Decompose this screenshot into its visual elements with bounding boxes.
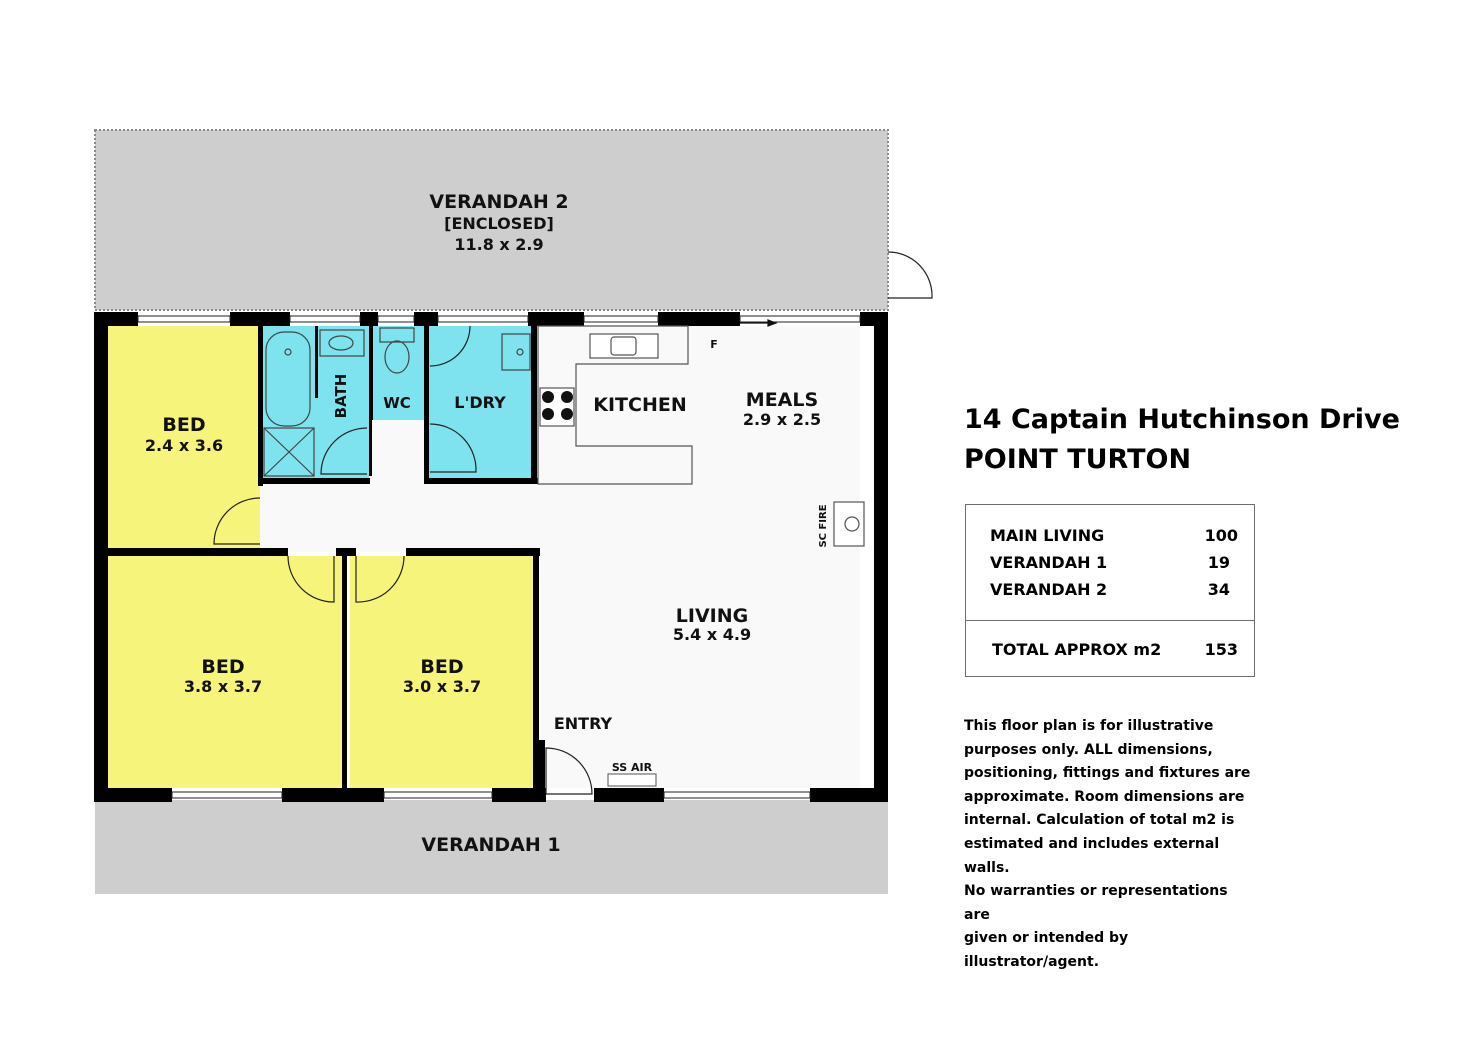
cooktop-icon — [542, 391, 573, 420]
verandah-2-note: [ENCLOSED] — [444, 214, 554, 233]
address-line-1: 14 Captain Hutchinson Drive — [964, 404, 1400, 435]
area-value: 100 — [1204, 526, 1238, 545]
windows — [137, 315, 861, 799]
area-table: MAIN LIVING 100 VERANDAH 1 19 VERANDAH 2… — [965, 504, 1255, 677]
laundry-name: L'DRY — [454, 393, 506, 412]
address-line-2: POINT TURTON — [964, 444, 1192, 475]
bed-1-size: 2.4 x 3.6 — [145, 436, 223, 455]
hall-fill — [260, 478, 540, 552]
disclaimer-line: positioning, fittings and fixtures are — [964, 765, 1251, 782]
disclaimer-line: internal. Calculation of total m2 is — [964, 812, 1235, 829]
fireplace-icon — [844, 516, 860, 532]
air-unit — [607, 773, 657, 787]
disclaimer-line: approximate. Room dimensions are — [964, 788, 1245, 805]
living-name: LIVING — [676, 605, 748, 627]
wc-door-gap — [372, 420, 424, 478]
disclaimer-line: given or intended by illustrator/agent. — [964, 930, 1129, 970]
open-plan-fill — [538, 326, 860, 788]
total-label: TOTAL APPROX m2 — [992, 640, 1162, 659]
verandah-1 — [95, 800, 888, 894]
disclaimer-line: purposes only. ALL dimensions, — [964, 741, 1213, 758]
bed-3-fill — [350, 556, 534, 788]
bed-2-size: 3.8 x 3.7 — [184, 677, 262, 696]
meals-name: MEALS — [746, 389, 818, 411]
verandah-1-name: VERANDAH 1 — [421, 834, 560, 856]
bath-name: BATH — [332, 374, 350, 419]
living-size: 5.4 x 4.9 — [673, 625, 751, 644]
bed-2-fill — [108, 556, 344, 788]
area-divider — [966, 620, 1254, 621]
door-swings — [213, 251, 933, 795]
bed-3-size: 3.0 x 3.7 — [403, 677, 481, 696]
verandah-2 — [95, 130, 888, 310]
verandah-2-edge — [94, 129, 889, 311]
meals-size: 2.9 x 2.5 — [743, 410, 821, 429]
bed-2-name: BED — [201, 656, 244, 678]
bed-1-fill — [108, 326, 260, 550]
laundry-fill — [428, 326, 531, 478]
air-label: SS AIR — [612, 761, 653, 774]
bath-fixtures — [263, 327, 531, 477]
verandah-2-size: 11.8 x 2.9 — [454, 235, 543, 254]
area-label: VERANDAH 1 — [990, 553, 1108, 572]
area-value: 34 — [1207, 580, 1230, 599]
area-value: 19 — [1207, 553, 1230, 572]
fridge-label: F — [710, 338, 718, 351]
area-label: VERANDAH 2 — [990, 580, 1108, 599]
sliding-door-arrow — [740, 319, 778, 327]
disclaimer: This floor plan is for illustrative purp… — [964, 715, 1254, 975]
outer-walls — [94, 312, 888, 802]
area-label: MAIN LIVING — [990, 526, 1105, 545]
disclaimer-line: This floor plan is for illustrative — [964, 718, 1214, 734]
wc-name: WC — [383, 394, 411, 412]
verandah-2-name: VERANDAH 2 — [429, 191, 568, 213]
disclaimer-line: No warranties or representations are — [964, 883, 1228, 923]
bed-1-name: BED — [162, 414, 205, 436]
internal-walls — [108, 326, 560, 788]
kitchen-name: KITCHEN — [593, 394, 686, 416]
total-value: 153 — [1204, 640, 1238, 659]
bed-3-name: BED — [420, 656, 463, 678]
disclaimer-line: estimated and includes external walls. — [964, 835, 1220, 876]
fire-label: SC FIRE — [818, 504, 829, 547]
entry-name: ENTRY — [554, 714, 613, 733]
